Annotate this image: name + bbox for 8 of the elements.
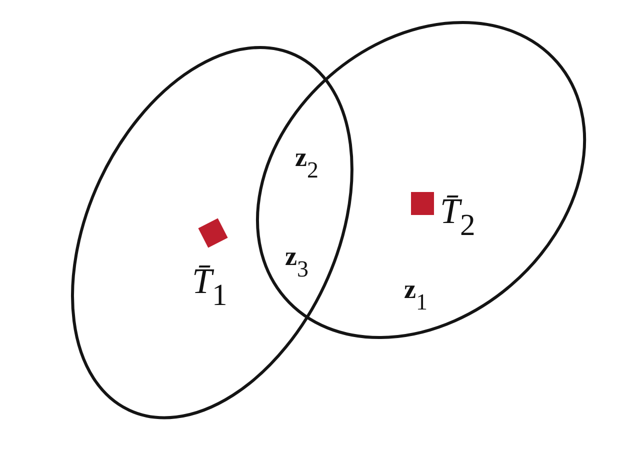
region-label: z$_{2}$ xyxy=(295,143,318,182)
region-label: z$_{3}$ xyxy=(285,242,308,282)
region-label: z$_{1}$ xyxy=(404,275,428,314)
ellipse-outline xyxy=(71,46,354,420)
point-label: T̄$_{1}$ xyxy=(192,262,228,311)
point-label: T̄$_{2}$ xyxy=(440,192,476,241)
square-marker-icon xyxy=(410,192,434,216)
ellipse-outline xyxy=(256,21,587,340)
